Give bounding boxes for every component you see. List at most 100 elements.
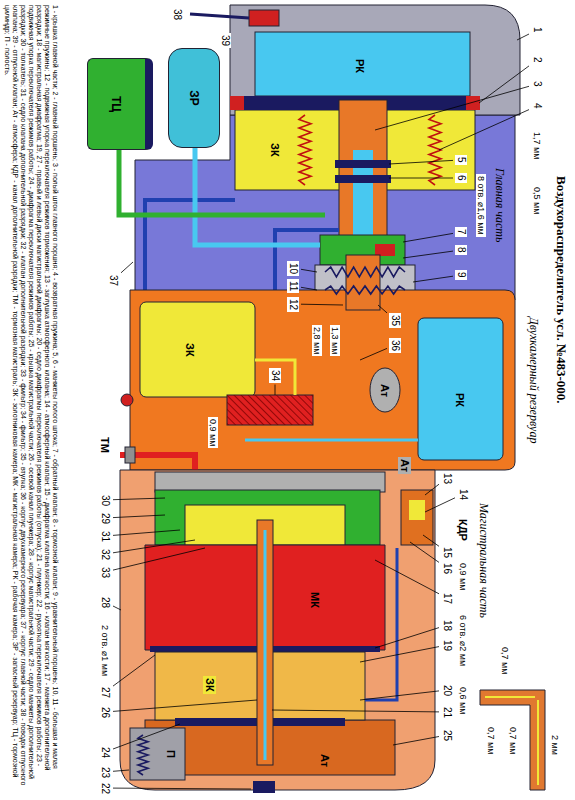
two-chamber-reservoir [255,360,295,395]
leader-line [113,540,195,553]
leader-line [439,110,529,150]
leader-line [121,262,133,273]
main-part [230,5,520,115]
leader-line [272,710,439,712]
leader-line [375,86,529,130]
pipes [119,148,325,215]
leader-line [389,178,453,179]
region-label: ЗК [203,676,216,694]
two-chamber-reservoir [227,395,313,425]
callout-number: 39 [220,33,232,48]
orifice-detail [485,697,538,785]
mainline-part [120,470,435,793]
dimension-label: 2 отв. ⌀1 мм [100,623,110,678]
main-part [230,96,244,110]
node-label: ТЦ [110,96,124,112]
callout-number: 9 [456,270,468,280]
region-label: РК [453,391,466,409]
pipes [119,148,325,472]
two-chamber-reservoir [418,318,503,460]
leader-line [413,276,453,282]
leader-line [423,535,439,546]
dimension-label: 0,9 мм [458,561,468,592]
two-chamber-reservoir [121,255,515,470]
main-part [375,244,395,256]
leader-line [479,66,529,103]
callout-number: 18 [442,618,454,633]
leader-line [360,647,439,662]
leader-line [389,160,453,164]
mainline-part [264,530,267,760]
callout-number: 6 [456,173,468,183]
dimension-label: 0,9 мм [208,417,218,448]
part-heading: Главная часть [492,166,506,244]
mainline-part [365,548,397,700]
callout-number: 8 [456,245,468,255]
spring [299,115,311,185]
callout-number: 22 [100,781,112,796]
leader-line [375,628,439,648]
leader-line [113,515,165,518]
region-label: МК [308,590,321,610]
node-label: ЗР [187,90,201,106]
leader-line [275,385,276,396]
callout-number: 24 [100,745,112,760]
diagram-title: Воздухораспределитель усл. №483-000. [553,176,569,404]
leader-line [403,233,453,242]
dimension-label: 2,8 мм [312,325,322,356]
leader-line [425,498,455,512]
two-chamber-reservoir [227,395,313,425]
mainline-part [401,490,433,545]
dimension-label: 0,6 мм [458,685,468,716]
callout-number: 21 [442,705,454,720]
dimension-label: 2 мм [550,733,560,757]
callout-number: 34 [270,368,282,383]
callout-number: 11 [288,279,300,293]
leader-line [113,724,180,749]
two-chamber-reservoir [130,290,515,470]
callout-number: 1 [532,25,544,35]
callout-number: 10 [288,261,300,276]
main-part [255,32,470,96]
two-chamber-reservoir [346,255,380,310]
mainline-part [253,781,275,793]
callout-number: 35 [390,313,402,328]
callout-number: 4 [532,101,544,111]
leader-line [113,530,180,535]
leader-line [517,34,529,40]
mainline-part [409,500,425,520]
dimension-label: 1,3 мм [330,325,340,356]
callout-number: 3 [532,79,544,89]
caption-text: 1 - крышка главной части; 2 - главный по… [3,5,59,795]
callout-number: 2 [532,55,544,65]
mainline-part [120,470,435,790]
dimension-label: 0,7 мм [486,725,496,756]
leader-line [375,560,439,594]
callout-number: 17 [442,591,454,606]
callout-number: 37 [108,273,120,288]
callout-number: 15 [442,545,454,560]
callout-number: 33 [100,565,112,580]
leader-line [301,287,317,290]
leader-line [360,691,439,700]
leader-line [410,542,439,562]
leader-line [403,251,453,258]
two-chamber-reservoir [121,394,133,406]
callout-number: 30 [100,493,112,508]
callout-number: 7 [456,227,468,237]
leader-line [378,305,387,313]
leader-line [113,788,251,790]
region-label: КДР [456,517,469,543]
part-heading: Двухкамерный резервуар [526,315,540,445]
callout-number: 36 [390,338,402,353]
region-label: ЗК [183,341,196,359]
orifice-detail [480,690,545,790]
main-part [275,230,339,290]
callout-number: 23 [100,765,112,780]
callout-number: 14 [458,487,470,502]
two-chamber-reservoir [245,439,418,442]
callout-number: 38 [172,7,184,22]
callout-number: 12 [288,297,300,312]
region-label: РК [353,57,366,75]
